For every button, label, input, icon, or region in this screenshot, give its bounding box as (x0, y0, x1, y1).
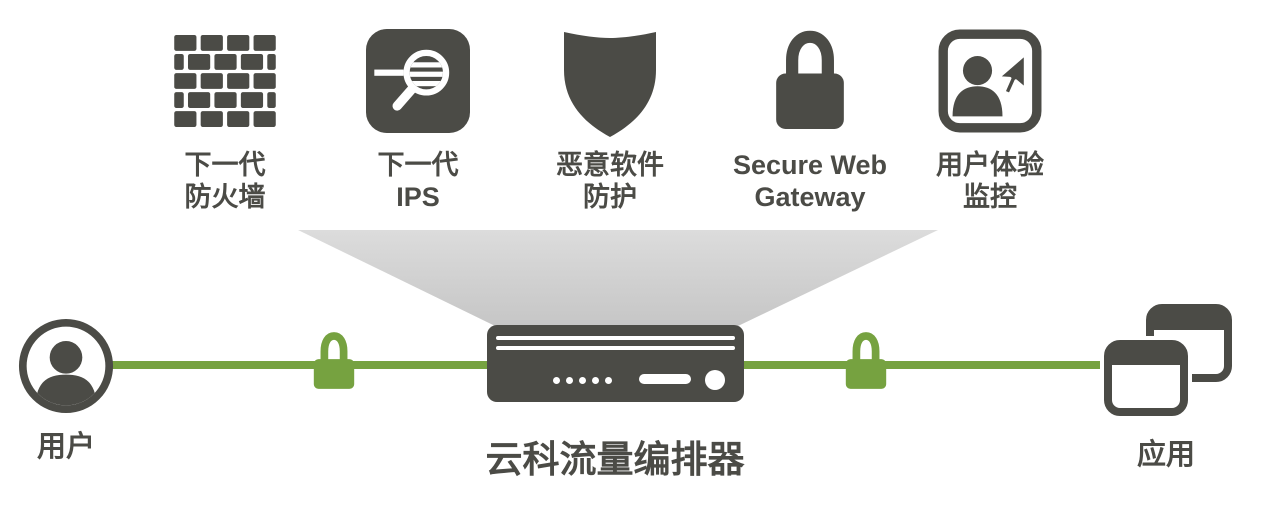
green-padlock-icon-left (309, 330, 359, 397)
service-label-swg: Secure Web Gateway (732, 150, 888, 212)
service-user-experience: 用户体验 监控 (900, 20, 1080, 214)
shield-icon (520, 20, 700, 142)
appliance-led-dot (566, 377, 573, 384)
padlock-icon (720, 20, 900, 142)
appliance-led-dot (553, 377, 560, 384)
appliance-led-dot (605, 377, 612, 384)
appliance-power-button (705, 370, 725, 390)
service-label-ips: 下一代 IPS (377, 150, 459, 212)
service-label-malware: 恶意软件 防护 (556, 150, 664, 212)
traffic-orchestrator-appliance (487, 325, 744, 402)
appliance-led-dot (592, 377, 599, 384)
appliance-vent-line (496, 336, 735, 340)
service-secure-web-gateway: Secure Web Gateway (720, 20, 900, 214)
person-circle-icon (18, 318, 114, 414)
service-next-gen-ips: 下一代 IPS (328, 20, 508, 214)
magnifier-scan-icon (328, 20, 508, 142)
appliance-drive-slot (639, 374, 691, 384)
firewall-bricks-icon (135, 20, 315, 142)
service-funnel-shape (298, 230, 938, 326)
user-label: 用户 (36, 431, 95, 463)
user-cursor-icon (900, 20, 1080, 142)
appliance-vent-line (496, 346, 735, 350)
appliance-led-dot (579, 377, 586, 384)
green-padlock-icon-right (841, 330, 891, 397)
service-malware-protection: 恶意软件 防护 (520, 20, 700, 214)
endpoint-applications: 应用 (1096, 302, 1236, 473)
stacked-windows-icon (1100, 304, 1232, 420)
service-next-gen-firewall: 下一代 防火墙 (135, 20, 315, 214)
service-label-ux: 用户体验 监控 (936, 150, 1044, 212)
appliance-label: 云科流量编排器 (485, 439, 745, 480)
endpoint-user: 用户 (16, 318, 116, 465)
apps-label: 应用 (1136, 439, 1195, 471)
service-label-firewall: 下一代 防火墙 (184, 150, 266, 212)
